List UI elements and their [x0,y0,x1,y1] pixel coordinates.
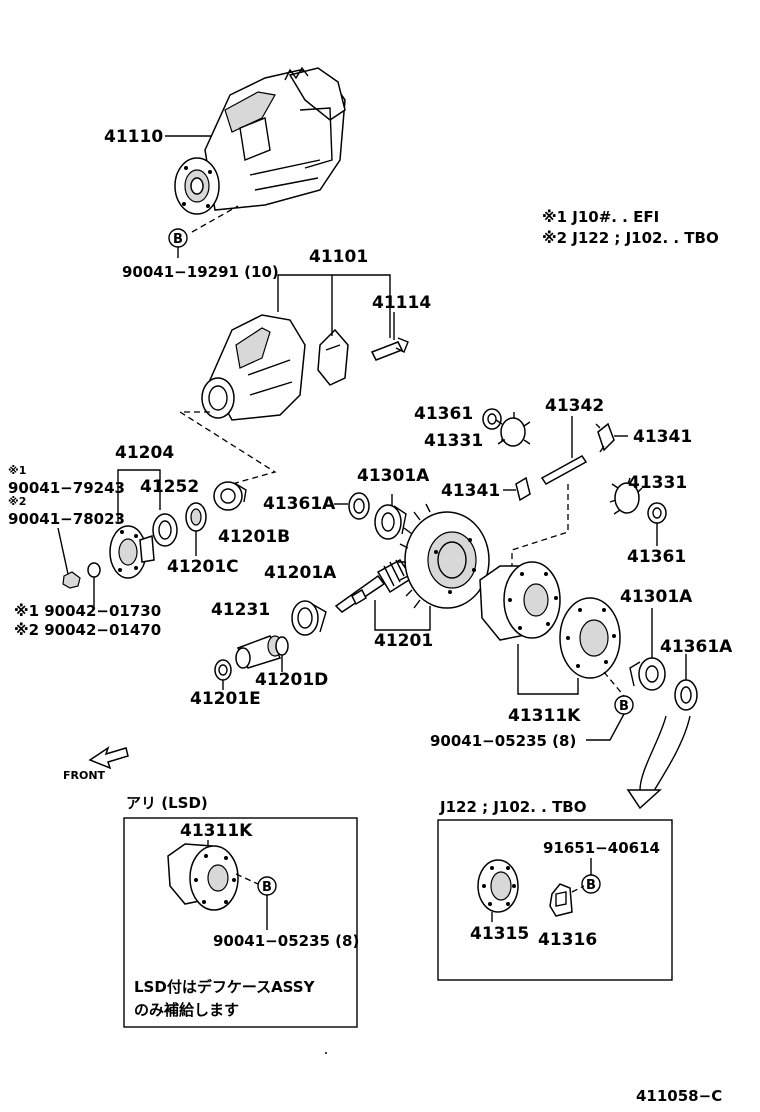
note-mark-2: ※2 [8,495,26,508]
side-washer-41361-right-drawing [647,502,667,524]
label-41201C: 41201C [167,557,239,577]
lsd-label-41311K: 41311K [180,821,253,841]
label-90041-05235: 90041−05235 (8) [430,732,576,750]
tbo-label-41315: 41315 [470,924,529,944]
label-41311K: 41311K [508,706,581,726]
label-41114: 41114 [372,293,431,313]
carrier-41101-drawing [201,314,409,421]
note-mark-1: ※1 [8,464,26,477]
side-gear-41331-top-drawing [495,412,531,447]
note-2: ※2 J122 ; J102. . TBO [542,229,719,247]
label-41331-right: 41331 [628,473,687,493]
nut-washer-drawing [62,562,101,589]
label-90041-19291: 90041−19291 (10) [122,263,279,281]
bearing-41201A-drawing [291,600,327,636]
bracket-41201 [374,600,431,631]
label-41301A-top: 41301A [357,466,430,486]
label-41101: 41101 [309,247,368,267]
leader-nut [57,527,69,575]
washer-41201E-drawing [214,659,232,681]
carrier-assembly-41110-drawing [174,66,346,215]
dot [325,1052,327,1054]
label-41201E: 41201E [190,689,261,709]
washer-41201D-drawing [275,636,289,656]
bolt-mark-case: B [619,699,629,714]
bearing-41301A-top-drawing [374,504,407,540]
label-41361-right: 41361 [627,547,686,567]
bearing-41301A-right-drawing [629,657,666,691]
label-41252: 41252 [140,477,199,497]
diff-case-41311K-drawing [479,561,621,679]
label-41231: 41231 [211,600,270,620]
label-41201B: 41201B [218,527,290,547]
label-41341-right: 41341 [633,427,692,447]
washer-41361A-right-drawing [674,679,698,711]
washer-41361A-left-drawing [348,492,370,520]
label-41201D: 41201D [255,670,328,690]
tbo-label-41316: 41316 [538,930,597,950]
lsd-label-90041-05235: 90041−05235 (8) [213,932,359,950]
label-41301A-right: 41301A [620,587,693,607]
plate-41315-drawing [477,859,519,913]
label-41201A: 41201A [264,563,337,583]
pinion-gear-41341-right-drawing [595,422,615,453]
oil-seal-41252-drawing [152,513,178,547]
label-41331-top: 41331 [424,431,483,451]
label-41361A-left: 41361A [263,494,336,514]
pinion-shaft-41342-drawing [540,455,588,485]
dash-bolt-41110 [191,205,239,233]
bracket-41204 [117,469,161,522]
note-1: ※1 J10#. . EFI [542,208,659,226]
side-washer-41361-top-drawing [482,408,502,430]
lsd-box [123,817,358,1028]
bolt-mark-tbo: B [586,878,596,893]
label-41342: 41342 [545,396,604,416]
bracket-41311K [517,644,579,695]
drive-pinion-41201-drawing [334,559,414,613]
lsd-note-line-1: LSD付はデフケースASSY [134,978,316,996]
front-arrow-icon [88,746,129,770]
label-41201: 41201 [374,631,433,651]
label-41361-top: 41361 [414,404,473,424]
bracket-41101 [277,274,391,338]
leader-90041-05235 [586,713,625,741]
bolt-mark-lsd: B [262,880,272,895]
dash-case-to-bolt [603,671,625,697]
label-90041-78023: 90041−78023 [8,510,125,528]
deflector-41201C-drawing [185,502,207,532]
bearing-41201B-drawing [213,481,247,511]
companion-flange-41204-drawing [109,525,155,579]
drawing-id: 411058−C [636,1087,722,1105]
arrow-to-tbo-box [626,715,691,810]
side-gear-41331-right-drawing [609,477,643,515]
tbo-box [437,819,673,981]
label-41110: 41110 [104,127,163,147]
label-41204: 41204 [115,443,174,463]
dash-lsd-bolt [235,873,259,885]
label-90042-01470: ※2 90042−01470 [14,621,161,639]
label-41361A-right: 41361A [660,637,733,657]
tbo-box-title: J122 ; J102. . TBO [439,798,586,816]
label-90041-79243: 90041−79243 [8,479,125,497]
lsd-note-line-2: のみ補給します [134,1001,239,1019]
front-label: FRONT [63,769,106,782]
pinion-gear-41341-left-drawing [515,476,531,502]
bolt-mark: B [173,232,183,247]
lock-41316-drawing [549,883,573,917]
lsd-case-drawing [167,843,239,911]
ring-gear-drawing [398,503,490,609]
label-90042-01730: ※1 90042−01730 [14,602,161,620]
spacer-41231-drawing [235,635,283,669]
dash-carrier-to-bearing [177,411,277,485]
label-41341-left: 41341 [441,481,500,501]
dash-shaft-to-case [511,484,569,574]
tbo-label-91651-40614: 91651−40614 [543,839,660,857]
lsd-box-title: アリ (LSD) [126,794,208,812]
